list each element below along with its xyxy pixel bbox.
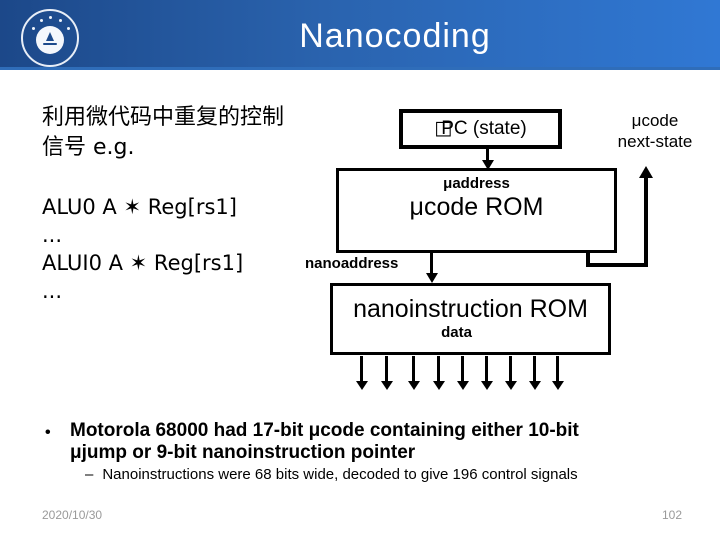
seal-inner-disc (36, 26, 64, 55)
page-title: Nanocoding (299, 17, 491, 55)
seal-dot-icon (59, 19, 62, 22)
upc-box-label: PC (state) (441, 118, 527, 139)
control-signal-arrow-icon (380, 356, 393, 390)
bullet-marker: • (45, 424, 51, 441)
control-signal-arrow-icon (480, 356, 493, 390)
microcode-listing: ALU0 A ✶ Reg[rs1] ... ALUI0 A ✶ Reg[rs1]… (42, 193, 243, 305)
control-signal-arrow-icon (551, 356, 564, 390)
control-signal-arrow-icon (528, 356, 541, 390)
ucode-rom-label: μcode ROM (409, 193, 544, 221)
seal-dot-icon (49, 16, 52, 19)
next-state-line-1: μcode (631, 111, 679, 130)
university-seal-logo (21, 9, 79, 67)
header-bar: Nanocoding (0, 0, 720, 70)
arrow-down-icon (426, 273, 438, 283)
feedback-connector-horizontal (586, 263, 648, 267)
footer-page-number: 102 (661, 508, 682, 522)
control-signal-arrow-icon (407, 356, 420, 390)
control-signal-arrow-icon (355, 356, 368, 390)
feedback-connector-up (644, 177, 648, 267)
seal-dot-icon (32, 27, 35, 30)
listing-line: ... (42, 279, 63, 303)
bullet-text: Motorola 68000 had 17-bit μcode containi… (70, 420, 680, 464)
connector-upc-to-ucoderom (486, 148, 489, 163)
sub-bullet-text: Nanoinstructions were 68 bits wide, deco… (102, 466, 578, 483)
sail-base-icon (43, 43, 57, 46)
sail-icon (46, 32, 54, 42)
next-state-line-2: next-state (617, 132, 693, 151)
listing-line: ALUI0 A ✶ Reg[rs1] (42, 251, 244, 275)
nanoaddress-label: nanoaddress (305, 255, 399, 272)
feedback-connector-down (586, 252, 590, 267)
missing-mu-glyph: □ (434, 117, 453, 139)
arrow-up-icon (639, 166, 653, 178)
intro-text: 利用微代码中重复的控制 信号 e.g. (42, 103, 284, 163)
bullet-line-2: μjump or 9-bit nanoinstruction pointer (70, 442, 416, 463)
listing-line: ALU0 A ✶ Reg[rs1] (42, 195, 237, 219)
intro-line-2: 信号 e.g. (42, 135, 135, 160)
listing-line: ... (42, 223, 63, 247)
control-signal-arrow-icon (504, 356, 517, 390)
seal-dot-icon (67, 27, 70, 30)
ucode-rom-box: μaddress μcode ROM (336, 168, 617, 253)
control-signal-arrow-icon (432, 356, 445, 390)
data-label: data (441, 324, 472, 341)
arrow-down-icon (482, 160, 494, 170)
connector-ucoderom-to-nanorom (430, 253, 433, 275)
uaddress-label: μaddress (443, 175, 510, 192)
control-signal-arrow-icon (456, 356, 469, 390)
upc-state-box: □PC (state) (399, 109, 562, 149)
ucode-next-state-label: μcode next-state (597, 110, 713, 152)
nano-rom-label: nanoinstruction ROM (353, 295, 588, 323)
footer-date: 2020/10/30 (42, 508, 103, 522)
nanoinstruction-rom-box: nanoinstruction ROM data (330, 283, 611, 355)
intro-line-1: 利用微代码中重复的控制 (42, 105, 285, 130)
bullet-line-1: Motorola 68000 had 17-bit μcode containi… (70, 420, 579, 441)
sub-bullet-dash: – (85, 466, 94, 483)
seal-dot-icon (40, 19, 43, 22)
sub-bullet: –Nanoinstructions were 68 bits wide, dec… (85, 466, 578, 483)
